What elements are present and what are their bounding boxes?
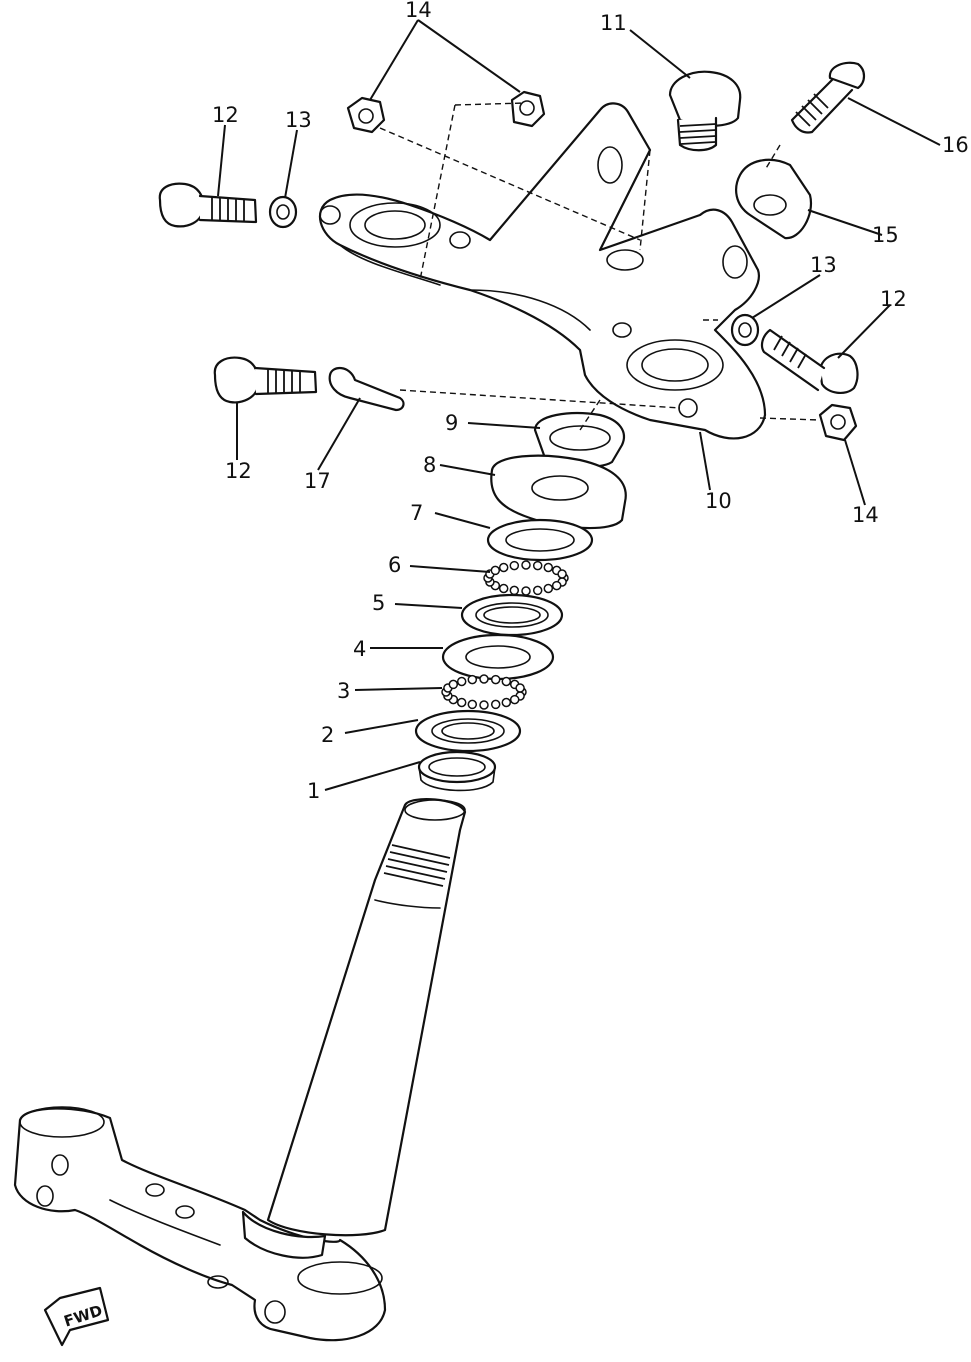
upper-bracket — [319, 102, 767, 440]
part-labels: 14 11 12 13 16 15 13 12 9 12 17 10 14 8 … — [212, 0, 969, 803]
label-13-right: 13 — [810, 253, 837, 277]
bearing-ball — [532, 560, 543, 571]
fwd-arrow-badge: FWD — [43, 1286, 110, 1347]
bearing-ball — [490, 565, 501, 576]
bolt-12-mid-left — [213, 356, 318, 404]
bolt-12-right — [760, 328, 859, 394]
label-9: 9 — [445, 411, 458, 435]
label-12-top-left: 12 — [212, 103, 239, 127]
bearing-ball — [490, 674, 501, 685]
label-7: 7 — [410, 501, 423, 525]
label-13-left: 13 — [285, 108, 312, 132]
bearing-ball — [456, 697, 467, 708]
label-14-top: 14 — [405, 0, 432, 22]
cover-8 — [490, 454, 627, 530]
bearing-ball — [532, 585, 543, 596]
bearing-ball — [521, 586, 531, 596]
label-10: 10 — [705, 489, 732, 513]
label-8: 8 — [423, 453, 436, 477]
bearing-race-5 — [460, 593, 564, 637]
bearing-ball — [498, 562, 509, 573]
washer-13-left — [268, 195, 298, 229]
bolt-16 — [790, 61, 866, 134]
bearing-ball — [509, 694, 520, 705]
bolt-12-top-left — [158, 182, 258, 228]
nut-14-right — [818, 403, 858, 442]
bearing-ball — [498, 583, 509, 594]
bearing-ball — [448, 679, 459, 690]
bearing-ball — [467, 699, 478, 710]
label-1: 1 — [307, 779, 320, 803]
steering-stem — [266, 798, 467, 1237]
bearing-race-4 — [441, 633, 555, 681]
label-15: 15 — [872, 223, 899, 247]
label-2: 2 — [321, 723, 334, 747]
bearing-ball — [490, 699, 501, 710]
lower-bracket — [13, 1106, 387, 1342]
clamp-15 — [735, 158, 813, 240]
label-5: 5 — [372, 591, 385, 615]
bearing-ball — [509, 585, 520, 596]
bearing-ball — [501, 676, 512, 687]
bearing-ball — [551, 580, 562, 591]
bearing-ball — [557, 569, 567, 579]
nut-14-top-right — [510, 90, 546, 128]
bearing-ball — [501, 697, 512, 708]
label-6: 6 — [388, 553, 401, 577]
bearing-ball — [543, 583, 554, 594]
label-3: 3 — [337, 679, 350, 703]
lock-washer-17 — [328, 367, 405, 412]
bearing-race-2 — [414, 709, 522, 753]
label-12-mid: 12 — [225, 459, 252, 483]
nut-14-top-left — [346, 96, 386, 134]
seal-1 — [417, 750, 497, 792]
bearing-race-7 — [486, 518, 594, 562]
label-17: 17 — [304, 469, 331, 493]
bearing-ball — [515, 683, 525, 693]
washer-13-right — [730, 313, 760, 347]
guide-lines — [379, 102, 821, 431]
bearing-ball — [467, 674, 478, 685]
leader-lines — [217, 19, 941, 791]
label-16: 16 — [942, 133, 969, 157]
label-4: 4 — [353, 637, 366, 661]
label-14-right: 14 — [852, 503, 879, 527]
label-12-right: 12 — [880, 287, 907, 311]
label-11: 11 — [600, 11, 627, 35]
bearing-ball — [521, 560, 531, 570]
bearing-ball — [543, 562, 554, 573]
bearing-ball — [479, 700, 489, 710]
ball-bearings-3 — [441, 674, 527, 710]
ball-bearings-6 — [483, 560, 569, 596]
bearing-ball — [479, 674, 489, 684]
bearing-ball — [509, 560, 520, 571]
bearing-ball — [456, 676, 467, 687]
bolt-11 — [668, 70, 742, 152]
